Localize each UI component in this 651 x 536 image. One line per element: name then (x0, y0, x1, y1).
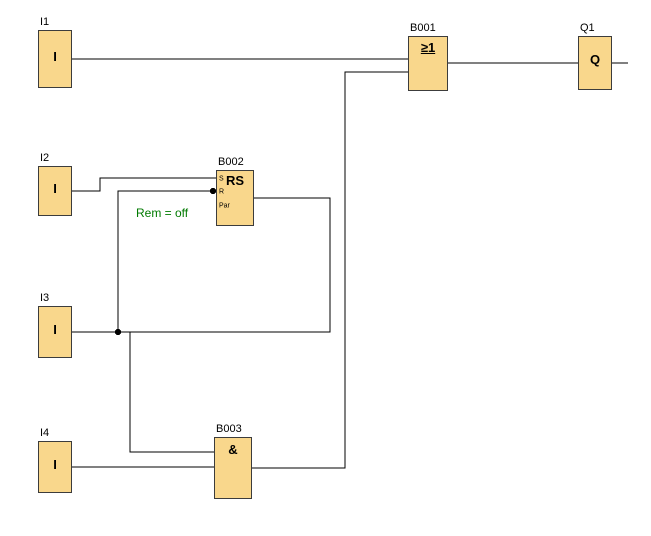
block-symbol-I1: I (53, 49, 57, 64)
block-symbol-B003: & (228, 442, 238, 457)
block-symbol-Q1: Q (589, 52, 601, 67)
block-label-B002: B002 (218, 156, 244, 168)
remanence-annotation: Rem = off (136, 206, 189, 220)
wire-b002-out-to-b003-in1[interactable] (129, 197, 331, 453)
junction-dot (114, 328, 122, 336)
block-symbol-B001: ≥1 (420, 40, 436, 55)
block-symbol-I3: I (53, 322, 57, 337)
block-label-I2: I2 (40, 152, 50, 164)
wire-branch-to-b002-r[interactable] (117, 190, 216, 332)
block-symbol-I2: I (53, 181, 57, 196)
block-label-B001: B001 (410, 22, 436, 34)
block-symbol-I4: I (53, 457, 57, 472)
block-symbol-B002: RS (225, 173, 245, 188)
pin-label-B002-par: Par (219, 202, 230, 210)
block-label-Q1: Q1 (580, 22, 595, 34)
pin-label-B002-s: S (219, 175, 224, 183)
pin-label-B002-r: R (219, 188, 225, 196)
block-label-I3: I3 (40, 292, 50, 304)
wire-i2-to-b002-s[interactable] (72, 177, 216, 192)
junction-dot (209, 187, 217, 195)
block-B003[interactable]: B003 & (214, 423, 252, 499)
wire-b003-out-to-b001-in2[interactable] (252, 71, 408, 469)
block-label-I1: I1 (40, 16, 50, 28)
block-label-B003: B003 (216, 423, 242, 435)
block-B001[interactable]: B001 ≥1 (408, 22, 448, 91)
block-label-I4: I4 (40, 427, 50, 439)
